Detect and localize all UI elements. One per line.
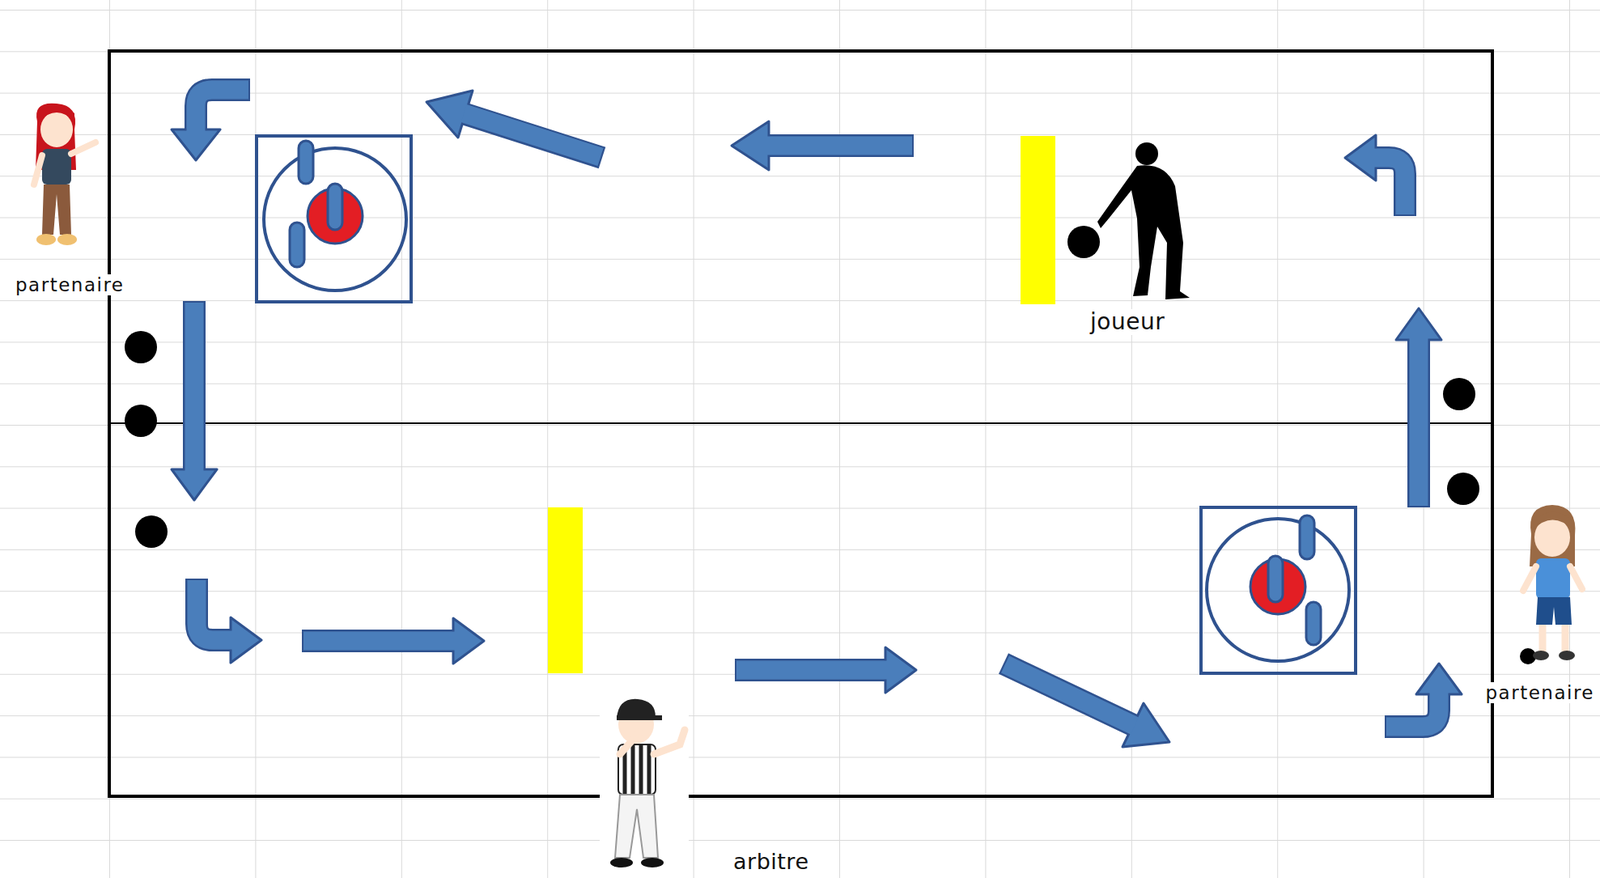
target-top — [256, 135, 412, 302]
figure-label: arbitre — [730, 848, 812, 875]
figure-label: joueur — [1087, 309, 1168, 336]
field-border — [109, 50, 1493, 797]
balls — [124, 225, 1537, 665]
player-silhouette — [1097, 142, 1190, 300]
partner-left — [33, 103, 96, 246]
center-line — [109, 422, 1493, 425]
referee — [599, 693, 689, 878]
figure-label: partenaire — [12, 274, 127, 296]
figure-label: partenaire — [1483, 682, 1597, 704]
throw-line — [547, 507, 583, 674]
throw-line — [1020, 135, 1056, 305]
partner-right — [1523, 505, 1583, 661]
flow-arrows — [171, 89, 1462, 747]
target-bottom — [1201, 507, 1356, 674]
